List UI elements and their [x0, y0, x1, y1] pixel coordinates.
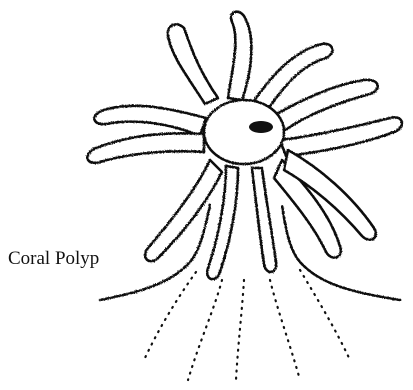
oral-disc: [204, 100, 284, 164]
tentacle-left-upper: [94, 106, 206, 136]
polyp-body: [87, 12, 402, 300]
tentacle-top: [228, 12, 251, 100]
tentacle-lower-left: [145, 160, 222, 261]
tentacle-bottom: [252, 168, 276, 272]
coral-polyp-label: Coral Polyp: [8, 248, 99, 270]
stalk-stipple: [144, 270, 350, 380]
tentacle-top-left: [168, 24, 218, 104]
tentacle-left: [87, 133, 204, 162]
mouth-opening: [249, 121, 273, 133]
